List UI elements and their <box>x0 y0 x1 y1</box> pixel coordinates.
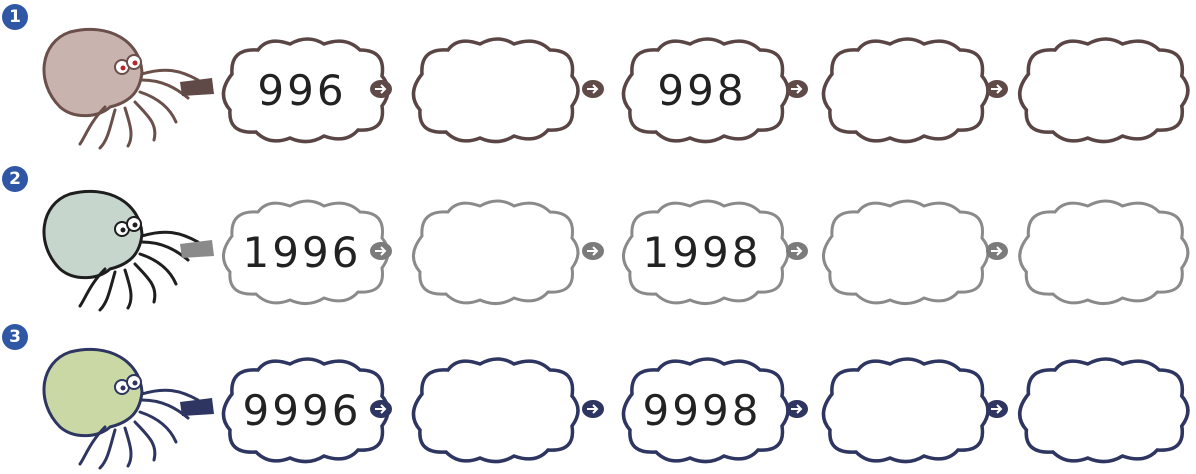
number-cloud-3: 998 <box>612 34 792 146</box>
number-value <box>812 34 992 146</box>
number-cloud-1: 996 <box>212 34 392 146</box>
arrow-right-icon <box>786 242 808 260</box>
arrow-right-icon <box>786 400 808 418</box>
number-value <box>1008 196 1192 308</box>
sequence-row-1: 1 996 <box>0 0 1196 150</box>
arrow-right-icon <box>986 400 1008 418</box>
arrow-right-icon <box>786 80 808 98</box>
number-cloud-2[interactable] <box>402 196 582 308</box>
arrow-right-icon <box>986 80 1008 98</box>
number-value <box>402 354 582 466</box>
number-cloud-5[interactable] <box>1008 354 1192 466</box>
number-value <box>402 34 582 146</box>
number-cloud-4[interactable] <box>812 34 992 146</box>
octopus-icon <box>30 12 220 152</box>
number-value: 9998 <box>612 354 792 466</box>
number-cloud-4[interactable] <box>812 354 992 466</box>
number-cloud-2[interactable] <box>402 354 582 466</box>
number-value <box>1008 34 1192 146</box>
number-value <box>1008 354 1192 466</box>
octopus-icon <box>30 332 220 472</box>
number-cloud-4[interactable] <box>812 196 992 308</box>
row-number-badge: 3 <box>2 324 28 350</box>
number-value: 9996 <box>212 354 392 466</box>
number-value <box>812 354 992 466</box>
arrow-right-icon <box>986 242 1008 260</box>
number-value: 1996 <box>212 196 392 308</box>
number-value: 1998 <box>612 196 792 308</box>
number-value <box>812 196 992 308</box>
number-cloud-3: 9998 <box>612 354 792 466</box>
arrow-right-icon <box>370 80 392 98</box>
arrow-right-icon <box>370 242 392 260</box>
number-cloud-3: 1998 <box>612 196 792 308</box>
octopus-icon <box>30 174 220 314</box>
number-value: 998 <box>612 34 792 146</box>
number-cloud-2[interactable] <box>402 34 582 146</box>
number-cloud-5[interactable] <box>1008 34 1192 146</box>
number-value <box>402 196 582 308</box>
arrow-right-icon <box>370 400 392 418</box>
row-number-badge: 1 <box>2 4 28 30</box>
number-cloud-5[interactable] <box>1008 196 1192 308</box>
arrow-right-icon <box>582 400 604 418</box>
number-cloud-1: 1996 <box>212 196 392 308</box>
number-value: 996 <box>212 34 392 146</box>
sequence-row-2: 2 1996 <box>0 162 1196 312</box>
sequence-row-3: 3 9996 <box>0 320 1196 470</box>
arrow-right-icon <box>582 80 604 98</box>
row-number-badge: 2 <box>2 166 28 192</box>
arrow-right-icon <box>582 242 604 260</box>
number-cloud-1: 9996 <box>212 354 392 466</box>
